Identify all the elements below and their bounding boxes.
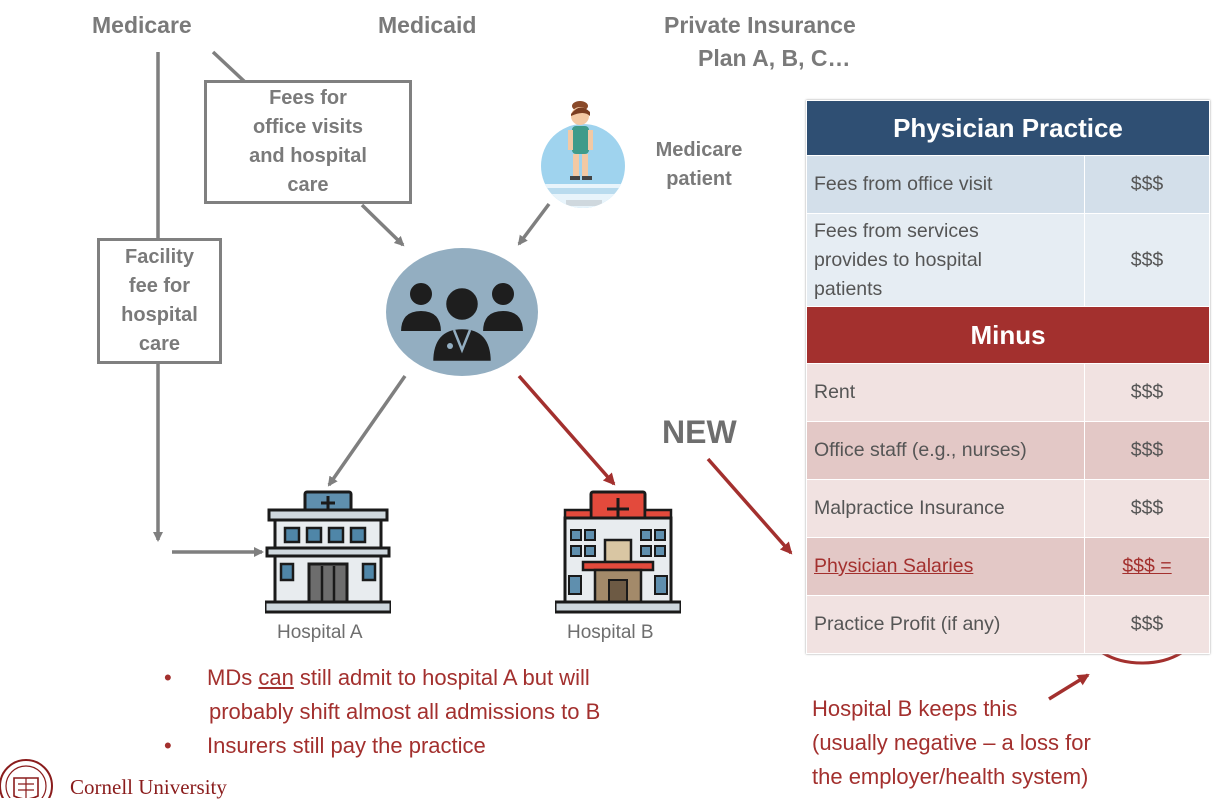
row-label: Fees from services provides to hospital … <box>806 213 1085 307</box>
payer-private-plans: Plan A, B, C… <box>698 45 851 71</box>
facility-line-1: Facility <box>125 246 194 268</box>
physician-salaries-text: Physician Salaries <box>814 555 974 577</box>
bullet-1-line-2: probably shift almost all admissions to … <box>209 699 601 724</box>
hospital-b-icon <box>555 490 681 614</box>
bullet-2: Insurers still pay the practice <box>207 733 486 758</box>
patient-label-line-2: patient <box>666 168 732 190</box>
patient-icon <box>541 101 625 208</box>
note-line-2: (usually negative – a loss for <box>812 730 1091 755</box>
physician-practice-table: Physician Practice Fees from office visi… <box>806 100 1210 654</box>
table-title: Physician Practice <box>806 100 1210 156</box>
patient-to-physicians-arrow <box>517 202 551 246</box>
cornell-seal-icon <box>0 759 53 798</box>
table-row: Rent $$$ <box>806 363 1210 422</box>
bullet-dot-1: • <box>164 665 172 690</box>
row-label: Practice Profit (if any) <box>806 595 1085 654</box>
row-amount: $$$ <box>1084 363 1210 422</box>
note-line-1: Hospital B keeps this <box>812 696 1018 721</box>
physicians-to-hospital-a-arrow <box>327 374 407 487</box>
new-label: NEW <box>662 414 737 450</box>
fees-line-1: Fees for <box>269 87 347 109</box>
new-to-salaries-arrow <box>706 457 793 555</box>
row-label-line: patients <box>814 277 883 300</box>
table-title-row: Physician Practice <box>806 100 1210 156</box>
row-label: Rent <box>806 363 1085 422</box>
table-row: Fees from office visit $$$ <box>806 155 1210 214</box>
row-amount-physician-salaries: $$$ = <box>1084 537 1210 596</box>
minus-title-row: Minus <box>806 306 1210 364</box>
table-row: Physician Salaries $$$ = <box>806 537 1210 596</box>
facility-line-2: fee for <box>128 275 191 297</box>
row-amount: $$$ <box>1084 421 1210 480</box>
physicians-to-hospital-b-arrow <box>517 374 616 486</box>
minus-title: Minus <box>806 306 1210 364</box>
fees-line-3: and hospital <box>249 145 367 167</box>
row-amount: $$$ <box>1084 213 1210 307</box>
row-label-physician-salaries: Physician Salaries <box>806 537 1085 596</box>
patient-label: Medicare patient <box>640 136 758 194</box>
bullet-1-post: still admit to hospital A but will <box>293 665 590 690</box>
fees-to-physicians-arrow <box>360 203 405 247</box>
bullet-dot-2: • <box>164 733 172 758</box>
fees-line-4: care <box>287 174 329 196</box>
row-amount: $$$ <box>1084 595 1210 654</box>
payer-private-insurance: Private Insurance <box>664 12 856 38</box>
row-label: Office staff (e.g., nurses) <box>806 421 1085 480</box>
hospital-b-note: Hospital B keeps this (usually negative … <box>812 692 1091 794</box>
cornell-university-wordmark: Cornell University <box>70 775 227 799</box>
note-line-3: the employer/health system) <box>812 764 1089 789</box>
fees-box: Fees for office visits and hospital care <box>204 80 412 204</box>
medicare-to-fees-line <box>211 50 247 84</box>
payer-medicare: Medicare <box>92 12 192 38</box>
table-row: Practice Profit (if any) $$$ <box>806 595 1210 654</box>
hospital-a-label: Hospital A <box>277 622 363 643</box>
row-label-line: Fees from services <box>814 219 979 242</box>
bullet-1-pre: MDs <box>207 665 259 690</box>
row-amount: $$$ <box>1084 479 1210 538</box>
fees-line-2: office visits <box>252 116 364 138</box>
table-row: Fees from services provides to hospital … <box>806 213 1210 307</box>
facility-fee-box: Facility fee for hospital care <box>97 238 222 364</box>
hospital-a-icon <box>265 490 391 614</box>
physician-salaries-amount: $$$ = <box>1122 555 1172 577</box>
row-label: Malpractice Insurance <box>806 479 1085 538</box>
hospital-b-label: Hospital B <box>567 622 654 643</box>
row-label: Fees from office visit <box>806 155 1085 214</box>
row-amount: $$$ <box>1084 155 1210 214</box>
table-row: Malpractice Insurance $$$ <box>806 479 1210 538</box>
table-row: Office staff (e.g., nurses) $$$ <box>806 421 1210 480</box>
bullet-1: MDs can still admit to hospital A but wi… <box>207 661 590 695</box>
facility-line-4: care <box>138 333 181 355</box>
physicians-group-icon <box>386 248 538 376</box>
patient-label-line-1: Medicare <box>655 139 743 161</box>
note-to-profit-arrow <box>1048 673 1090 701</box>
row-label-line: provides to hospital <box>814 248 983 271</box>
facility-line-3: hospital <box>121 304 198 326</box>
payer-medicaid: Medicaid <box>378 12 477 38</box>
bullet-1-can: can <box>258 665 294 690</box>
